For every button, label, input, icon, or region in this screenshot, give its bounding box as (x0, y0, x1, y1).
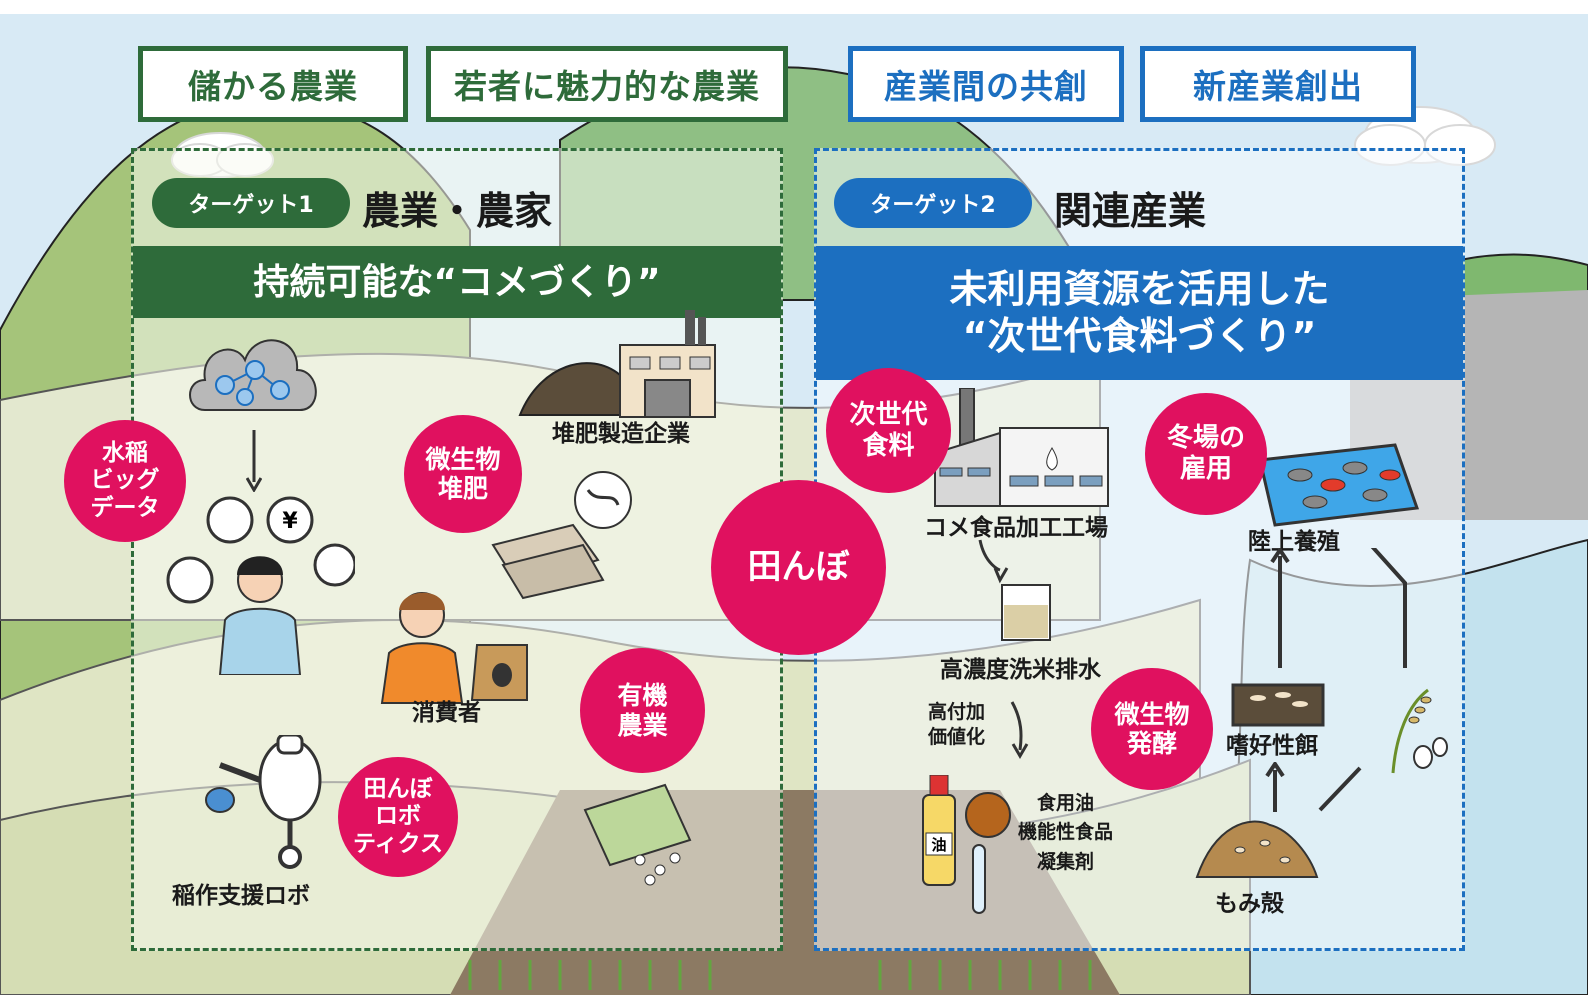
rice-husk-pile-icon (1195, 820, 1319, 878)
compost-line-1: 微生物 (425, 444, 501, 474)
wastewater-label: 高濃度洗米排水 (940, 657, 1101, 683)
rice-food-factory-icon (934, 388, 1109, 507)
cloud-data-icon (189, 339, 317, 411)
organic-bubble: 有機 農業 (580, 648, 705, 773)
fermentation-line-1: 微生物 (1114, 699, 1190, 729)
compost-bubble: 微生物 堆肥 (404, 415, 522, 533)
robotics-line-2: ロボ (375, 803, 421, 830)
next-food-bubble: 次世代 食料 (826, 368, 951, 493)
target-1-band: 持続可能な“コメづくり” (133, 246, 781, 318)
products-label: 食用油 機能性食品 凝集剤 (1018, 789, 1113, 877)
robotics-line-3: ティクス (353, 830, 443, 857)
factory-label: コメ食品加工工場 (924, 515, 1108, 541)
oil-bottle-label: 油 (931, 836, 946, 854)
arrows-up-icon (1270, 548, 1407, 668)
label-new-industry: 新産業創出 (1140, 46, 1416, 122)
robotics-line-1: 田んぼ (363, 776, 433, 803)
target-2-heading: 関連産業 (1054, 189, 1207, 233)
rice-paddy-bubble: 田んぼ (711, 480, 886, 655)
fermentation-bubble: 微生物 発酵 (1091, 668, 1213, 790)
consumer-icon (380, 592, 528, 704)
compost-factory-icon (518, 310, 716, 418)
next-food-line-2: 食料 (862, 430, 915, 461)
farmer-with-data-icons: ¥ (166, 496, 355, 675)
product-edible-oil: 食用油 (1037, 792, 1095, 814)
svg-text:¥: ¥ (282, 509, 298, 534)
bigdata-bubble: 水稲 ビッグ データ (64, 420, 186, 542)
target-2-band: 未利用資源を活用した “次世代食料づくり” (816, 246, 1463, 380)
target-2-band-line-2: “次世代食料づくり” (962, 314, 1317, 358)
husk-label: もみ殻 (1215, 891, 1284, 917)
winter-jobs-line-1: 冬場の (1166, 423, 1245, 454)
arrow-curved-down-icon (1010, 701, 1029, 759)
feed-label: 嗜好性餌 (1226, 733, 1318, 759)
target-2-band-line-1: 未利用資源を活用した (949, 266, 1330, 311)
compost-bags-icon (491, 471, 632, 600)
value-added-label: 高付加 価値化 (928, 700, 985, 749)
rice-robot-icon (205, 735, 322, 869)
robotics-bubble: 田んぼ ロボ ティクス (338, 757, 458, 877)
compost-company-label: 堆肥製造企業 (552, 421, 690, 447)
target-2-pill: ターゲット2 (834, 178, 1032, 228)
bigdata-line-3: データ (90, 494, 160, 521)
target-1-band-text: 持続可能な“コメづくり” (253, 261, 661, 303)
value-added-line-2: 価値化 (928, 725, 986, 748)
bigdata-line-2: ビッグ (90, 467, 160, 494)
compost-line-2: 堆肥 (437, 474, 488, 503)
robot-label: 稲作支援ロボ (172, 883, 310, 909)
fermentation-line-2: 発酵 (1126, 729, 1177, 758)
target-1-pill: ターゲット1 (152, 178, 350, 228)
winter-jobs-bubble: 冬場の 雇用 (1145, 393, 1267, 515)
bigdata-line-1: 水稲 (102, 440, 148, 467)
consumer-label: 消費者 (412, 700, 481, 726)
arrows-husk-icon (1265, 762, 1362, 812)
arrow-down-icon (246, 430, 262, 492)
aquaculture-label: 陸上養殖 (1248, 529, 1340, 555)
products-icon: 油 (922, 775, 1011, 914)
label-industry-co-creation: 産業間の共創 (848, 46, 1124, 122)
organic-fertilizer-bag-icon (583, 783, 692, 886)
next-food-line-1: 次世代 (849, 399, 928, 430)
rice-plant-icon (1391, 688, 1448, 774)
insect-feed-box-icon (1231, 683, 1325, 727)
organic-line-1: 有機 (617, 681, 668, 710)
wastewater-cup-icon (978, 539, 1051, 641)
label-attractive-agriculture: 若者に魅力的な農業 (426, 46, 788, 122)
rice-rows (468, 960, 1092, 990)
value-added-line-1: 高付加 (928, 701, 986, 723)
target-1-heading: 農業・農家 (362, 189, 553, 233)
winter-jobs-line-2: 雇用 (1179, 454, 1232, 484)
label-profitable-agriculture: 儲かる農業 (138, 46, 408, 122)
organic-line-2: 農業 (617, 710, 668, 740)
product-coagulant: 凝集剤 (1037, 850, 1095, 873)
aquaculture-tank-icon (1258, 443, 1420, 527)
product-functional-food: 機能性食品 (1018, 821, 1114, 844)
